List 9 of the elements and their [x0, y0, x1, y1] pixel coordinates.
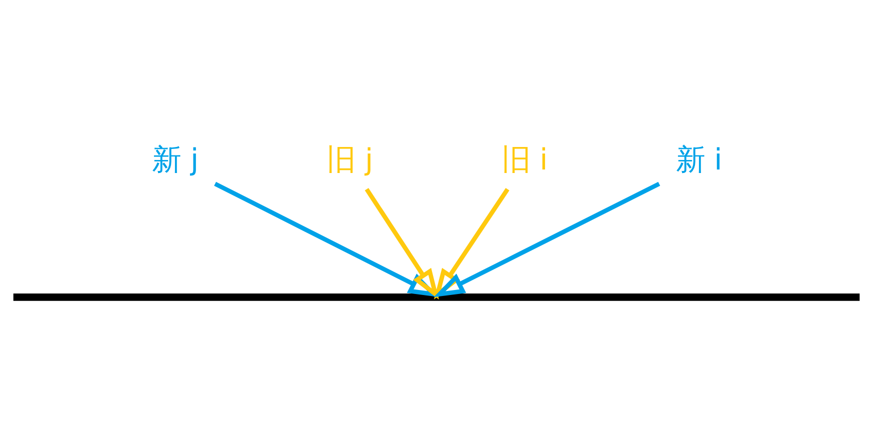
node-text: 旧 i [501, 142, 548, 176]
arrow [434, 181, 660, 297]
node-bar [13, 293, 860, 300]
arrow [214, 181, 440, 297]
node-text: 新 i [676, 142, 722, 176]
arrow [434, 187, 510, 300]
node-text: 新 j [152, 142, 199, 176]
node-text: 旧 j [326, 142, 374, 176]
arrow [364, 187, 440, 300]
